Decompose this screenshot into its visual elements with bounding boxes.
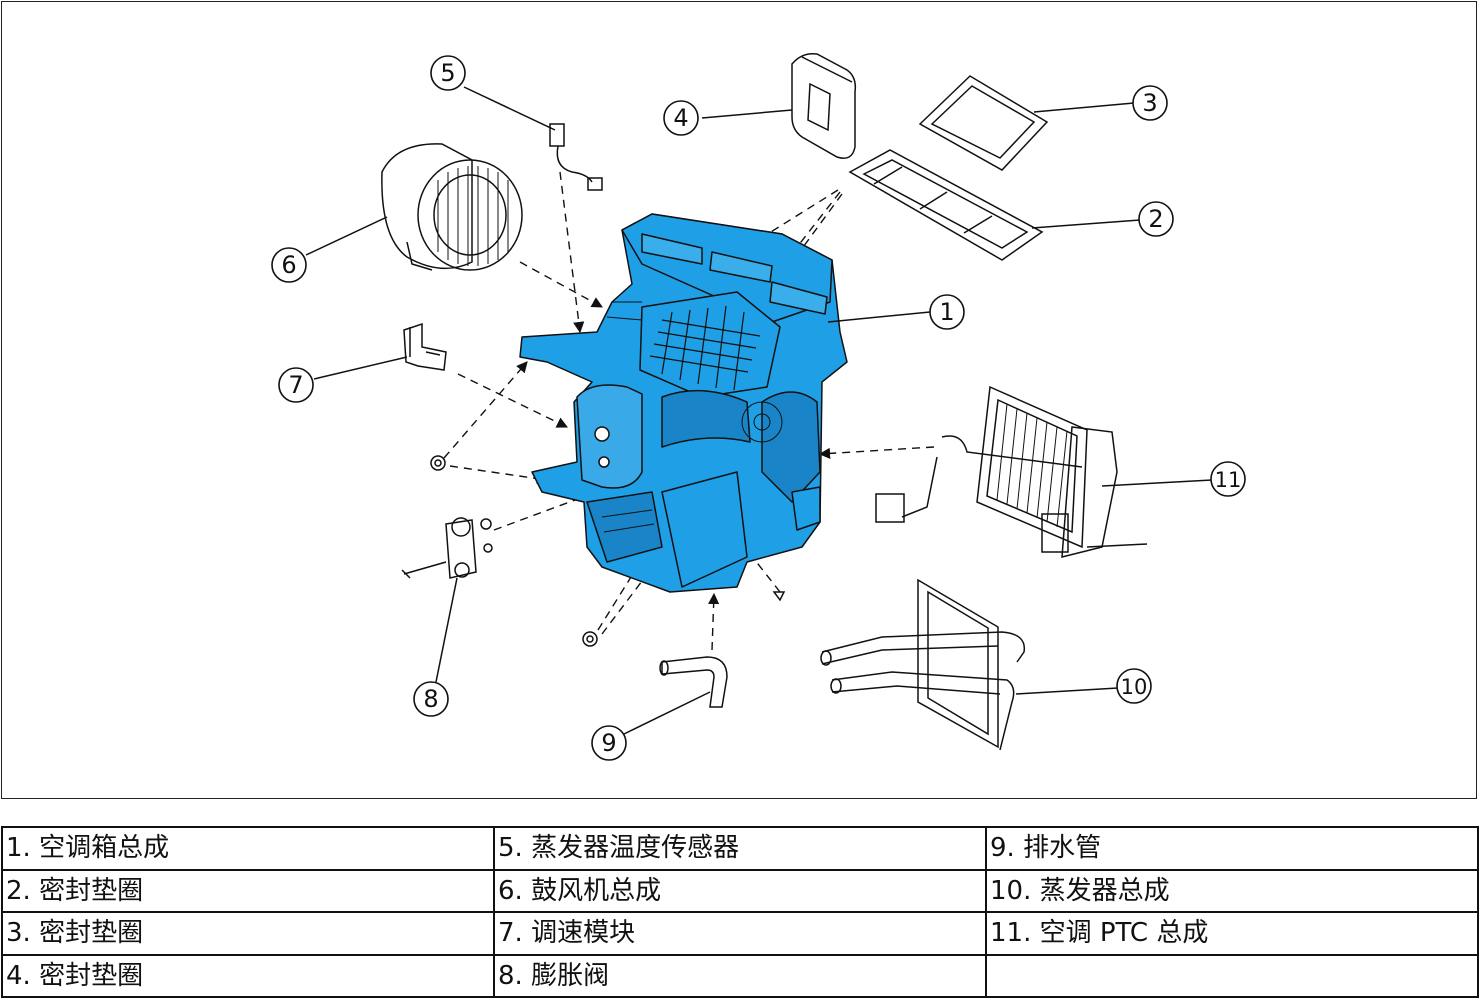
- ptc-heater-assembly: [875, 385, 1148, 558]
- table-row: 2. 密封垫圈 6. 鼓风机总成 10. 蒸发器总成: [1, 868, 1479, 913]
- table-row: 4. 密封垫圈 8. 膨胀阀: [1, 953, 1479, 998]
- leader-lines: [305, 86, 1213, 735]
- legend-cell: 11. 空调 PTC 总成: [985, 911, 1479, 956]
- washers: [430, 455, 786, 647]
- legend-cell: 8. 膨胀阀: [493, 953, 987, 998]
- callout-8: 8: [413, 681, 449, 717]
- callout-9: 9: [591, 725, 627, 761]
- callout-8-label: 8: [423, 685, 438, 713]
- legend-cell: 4. 密封垫圈: [1, 953, 495, 998]
- evaporator-assembly: [820, 578, 1026, 751]
- parts-legend-table: 1. 空调箱总成 5. 蒸发器温度传感器 9. 排水管 2. 密封垫圈 6. 鼓…: [1, 826, 1479, 998]
- legend-cell: 7. 调速模块: [493, 911, 987, 956]
- seal-gasket-4: [791, 52, 857, 159]
- table-row: 1. 空调箱总成 5. 蒸发器温度传感器 9. 排水管: [1, 826, 1479, 871]
- callout-5: 5: [430, 55, 466, 91]
- speed-control-module: [403, 322, 447, 371]
- callout-10-label: 10: [1121, 675, 1148, 699]
- table-row: 3. 密封垫圈 7. 调速模块 11. 空调 PTC 总成: [1, 911, 1479, 956]
- seal-gasket-3: [918, 75, 1049, 171]
- legend-cell: 1. 空调箱总成: [1, 826, 495, 871]
- diagram-canvas: 1 2 3 4 5 6 7 8 9 10 11: [271, 52, 1246, 761]
- callout-4: 4: [663, 100, 699, 136]
- callout-3-label: 3: [1142, 89, 1157, 117]
- callout-5-label: 5: [440, 59, 455, 87]
- callout-9-label: 9: [601, 729, 616, 757]
- seal-gasket-2: [848, 149, 1044, 261]
- blower-assembly: [381, 143, 523, 271]
- legend-cell: 10. 蒸发器总成: [985, 868, 1479, 913]
- legend-cell: 3. 密封垫圈: [1, 911, 495, 956]
- legend-cell: 5. 蒸发器温度传感器: [493, 826, 987, 871]
- callout-3: 3: [1132, 85, 1168, 121]
- exploded-diagram: 1 2 3 4 5 6 7 8 9 10 11: [1, 1, 1477, 799]
- callout-11-label: 11: [1215, 468, 1242, 492]
- expansion-valve: [401, 517, 477, 579]
- callout-6: 6: [271, 247, 307, 283]
- callout-2-label: 2: [1148, 205, 1163, 233]
- callout-11: 11: [1210, 461, 1246, 497]
- hvac-box-assembly: [519, 213, 848, 593]
- legend-cell: 2. 密封垫圈: [1, 868, 495, 913]
- callout-4-label: 4: [673, 104, 688, 132]
- callout-2: 2: [1138, 201, 1174, 237]
- legend-cell: 9. 排水管: [985, 826, 1479, 871]
- evaporator-temperature-sensor: [549, 123, 603, 191]
- callout-1: 1: [929, 294, 965, 330]
- callout-10: 10: [1116, 668, 1152, 704]
- legend-cell: 6. 鼓风机总成: [493, 868, 987, 913]
- callout-7-label: 7: [288, 371, 303, 399]
- legend-cell: [985, 953, 1479, 998]
- drain-pipe: [659, 656, 728, 708]
- callout-7: 7: [278, 367, 314, 403]
- callout-1-label: 1: [939, 298, 954, 326]
- callout-6-label: 6: [281, 251, 296, 279]
